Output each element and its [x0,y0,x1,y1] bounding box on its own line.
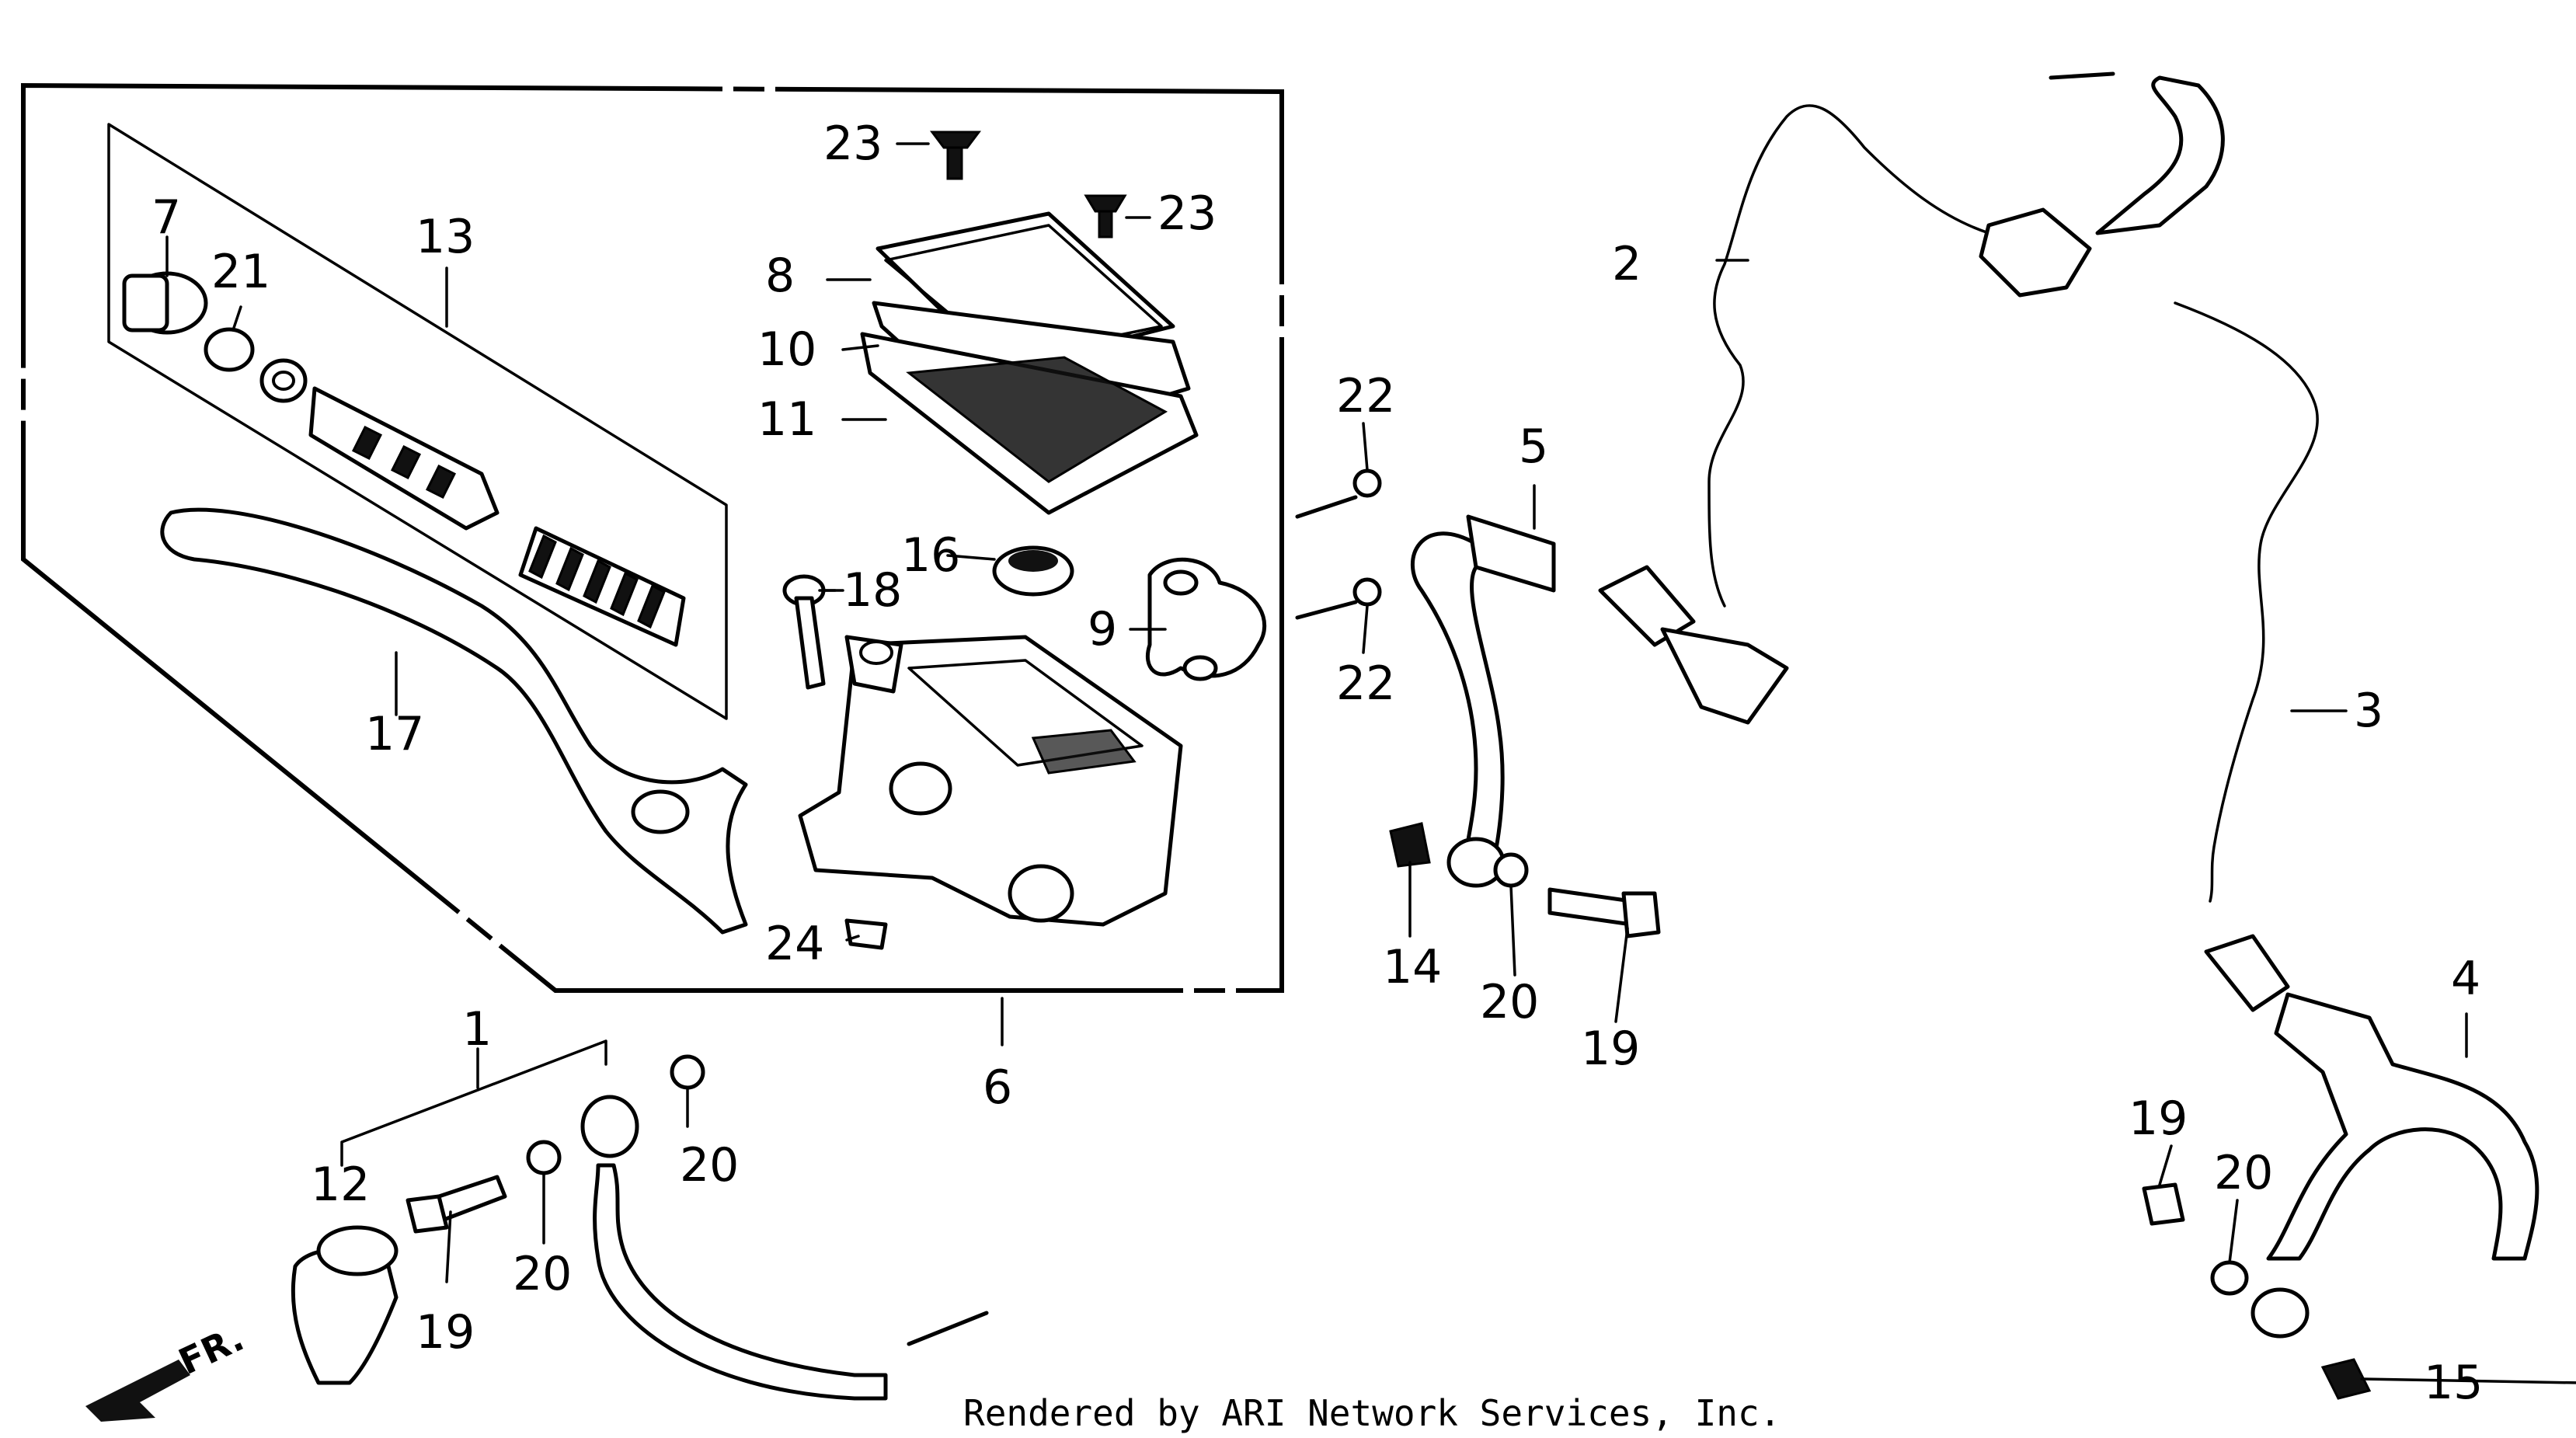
callout-19-left: 19 [416,1305,475,1360]
callout-19-right: 19 [2129,1092,2188,1146]
small-parts [782,468,1382,950]
callout-19-center: 19 [1581,1022,1640,1076]
piston-kit-parts [122,271,686,647]
callout-23-right: 23 [1157,186,1217,241]
front-direction-arrow: FR. [85,1317,250,1422]
callout-5: 5 [1519,420,1548,474]
callout-12: 12 [311,1158,370,1212]
callout-7: 7 [151,190,181,245]
callout-3: 3 [2354,684,2383,738]
callout-22-lower: 22 [1336,656,1395,711]
callout-18: 18 [843,563,902,618]
callout-10: 10 [757,322,816,377]
master-cylinder-body [798,635,1183,927]
callout-20-center: 20 [1480,975,1539,1029]
callout-15: 15 [2424,1356,2483,1410]
callout-22-upper: 22 [1336,369,1395,423]
pipes-and-hose-4 [1707,71,2539,1400]
callout-20-right: 20 [2214,1146,2273,1200]
hose-1-assembly [291,1039,989,1401]
callout-21: 21 [211,245,270,299]
hose-5 [1389,514,1789,938]
callout-8: 8 [765,249,795,303]
callout-labels: 1 2 3 4 5 6 7 8 9 10 11 12 13 14 15 16 1… [151,117,2483,1410]
brake-lever [160,507,748,935]
callout-20-upper: 20 [680,1138,739,1193]
callout-14: 14 [1383,940,1442,994]
master-cylinder-assembly-frame [21,82,1284,993]
leader-lines [165,142,2576,1384]
callout-1: 1 [462,1002,492,1057]
callout-16: 16 [901,528,960,583]
callout-23-upper: 23 [823,117,882,171]
callout-6: 6 [983,1060,1012,1115]
callout-11: 11 [757,392,816,447]
footer-credit: Rendered by ARI Network Services, Inc. [963,1392,1781,1434]
callout-24: 24 [765,917,824,971]
callout-9: 9 [1088,602,1117,656]
callout-13: 13 [416,210,475,264]
reservoir-cover-stack [860,131,1199,515]
callout-4: 4 [2451,952,2480,1006]
callout-2: 2 [1612,237,1641,291]
callout-20-left: 20 [513,1247,572,1301]
callout-17: 17 [365,707,424,761]
